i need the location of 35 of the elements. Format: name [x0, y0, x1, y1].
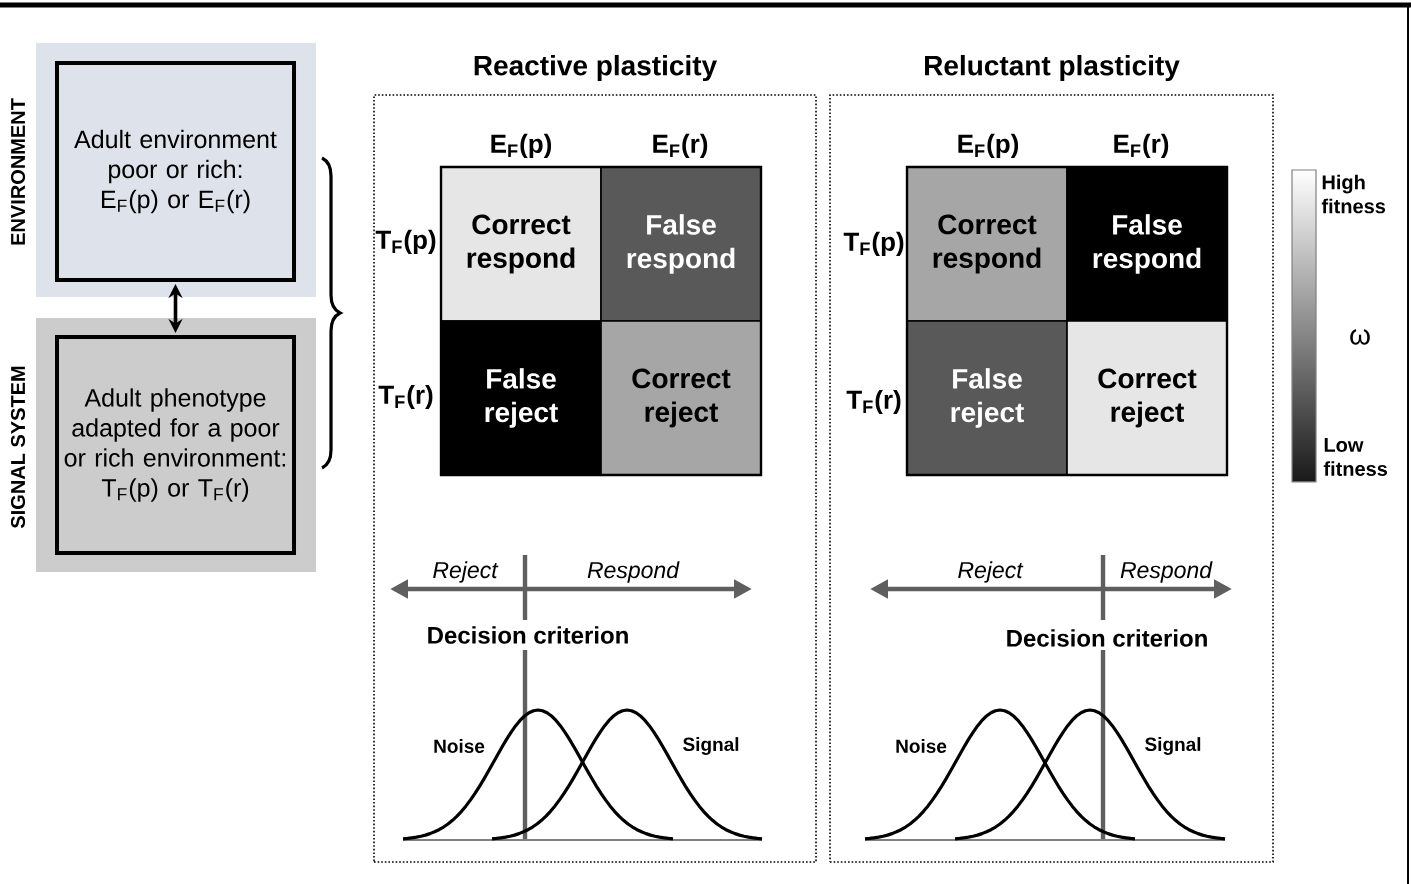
column-label: E$_{F}$(r) [1114, 133, 1169, 159]
row-label: T$_{F}$(r) [378, 384, 433, 410]
panel-title: Reluctant plasticity [925, 54, 1180, 82]
process-box: Adult phenotype adapted for a poor or rich environment: T$_{F}$(p) or T$_{F}$(r) [55, 335, 296, 555]
matrix-cell: Correct reject [1066, 320, 1228, 476]
panel-title: Reactive plasticity [474, 54, 717, 82]
column-label: E$_{F}$(p) [958, 133, 1019, 159]
process-box: Adult environment poor or rich: E$_{F}$(p) or E$_{F}$(r) [55, 61, 296, 282]
curve-label: Noise [434, 739, 485, 753]
scale-symbol: ω [1350, 329, 1370, 345]
matrix-cell: False reject [906, 320, 1068, 476]
row-label: T$_{F}$(p) [843, 231, 904, 257]
direction-label: Reject [958, 561, 1024, 583]
criterion-label: Decision criterion [424, 624, 632, 646]
row-label: T$_{F}$(p) [375, 229, 436, 255]
column-label: E$_{F}$(p) [491, 133, 552, 159]
matrix-cell: False respond [600, 166, 762, 322]
row-label: T$_{F}$(r) [846, 389, 901, 415]
matrix-cell: False respond [1066, 166, 1228, 322]
column-label: E$_{F}$(r) [653, 133, 708, 159]
curve-label: Signal [1145, 737, 1201, 755]
curve-label: Noise [896, 739, 947, 753]
criterion-label: Decision criterion [1003, 627, 1211, 649]
direction-label: Respond [1120, 561, 1213, 583]
scale-label: High fitness [1321, 174, 1386, 214]
matrix-cell: Correct respond [440, 166, 602, 322]
curve-label: Signal [683, 737, 739, 755]
matrix-cell: Correct respond [906, 166, 1068, 322]
matrix-cell: False reject [440, 320, 602, 476]
scale-label: Low fitness [1323, 438, 1388, 476]
direction-label: Reject [433, 561, 499, 583]
band-heading: ENVIRONMENT [10, 98, 26, 245]
matrix-cell: Correct reject [600, 320, 762, 476]
direction-label: Respond [587, 561, 680, 583]
band-heading: SIGNAL SYSTEM [10, 366, 26, 529]
